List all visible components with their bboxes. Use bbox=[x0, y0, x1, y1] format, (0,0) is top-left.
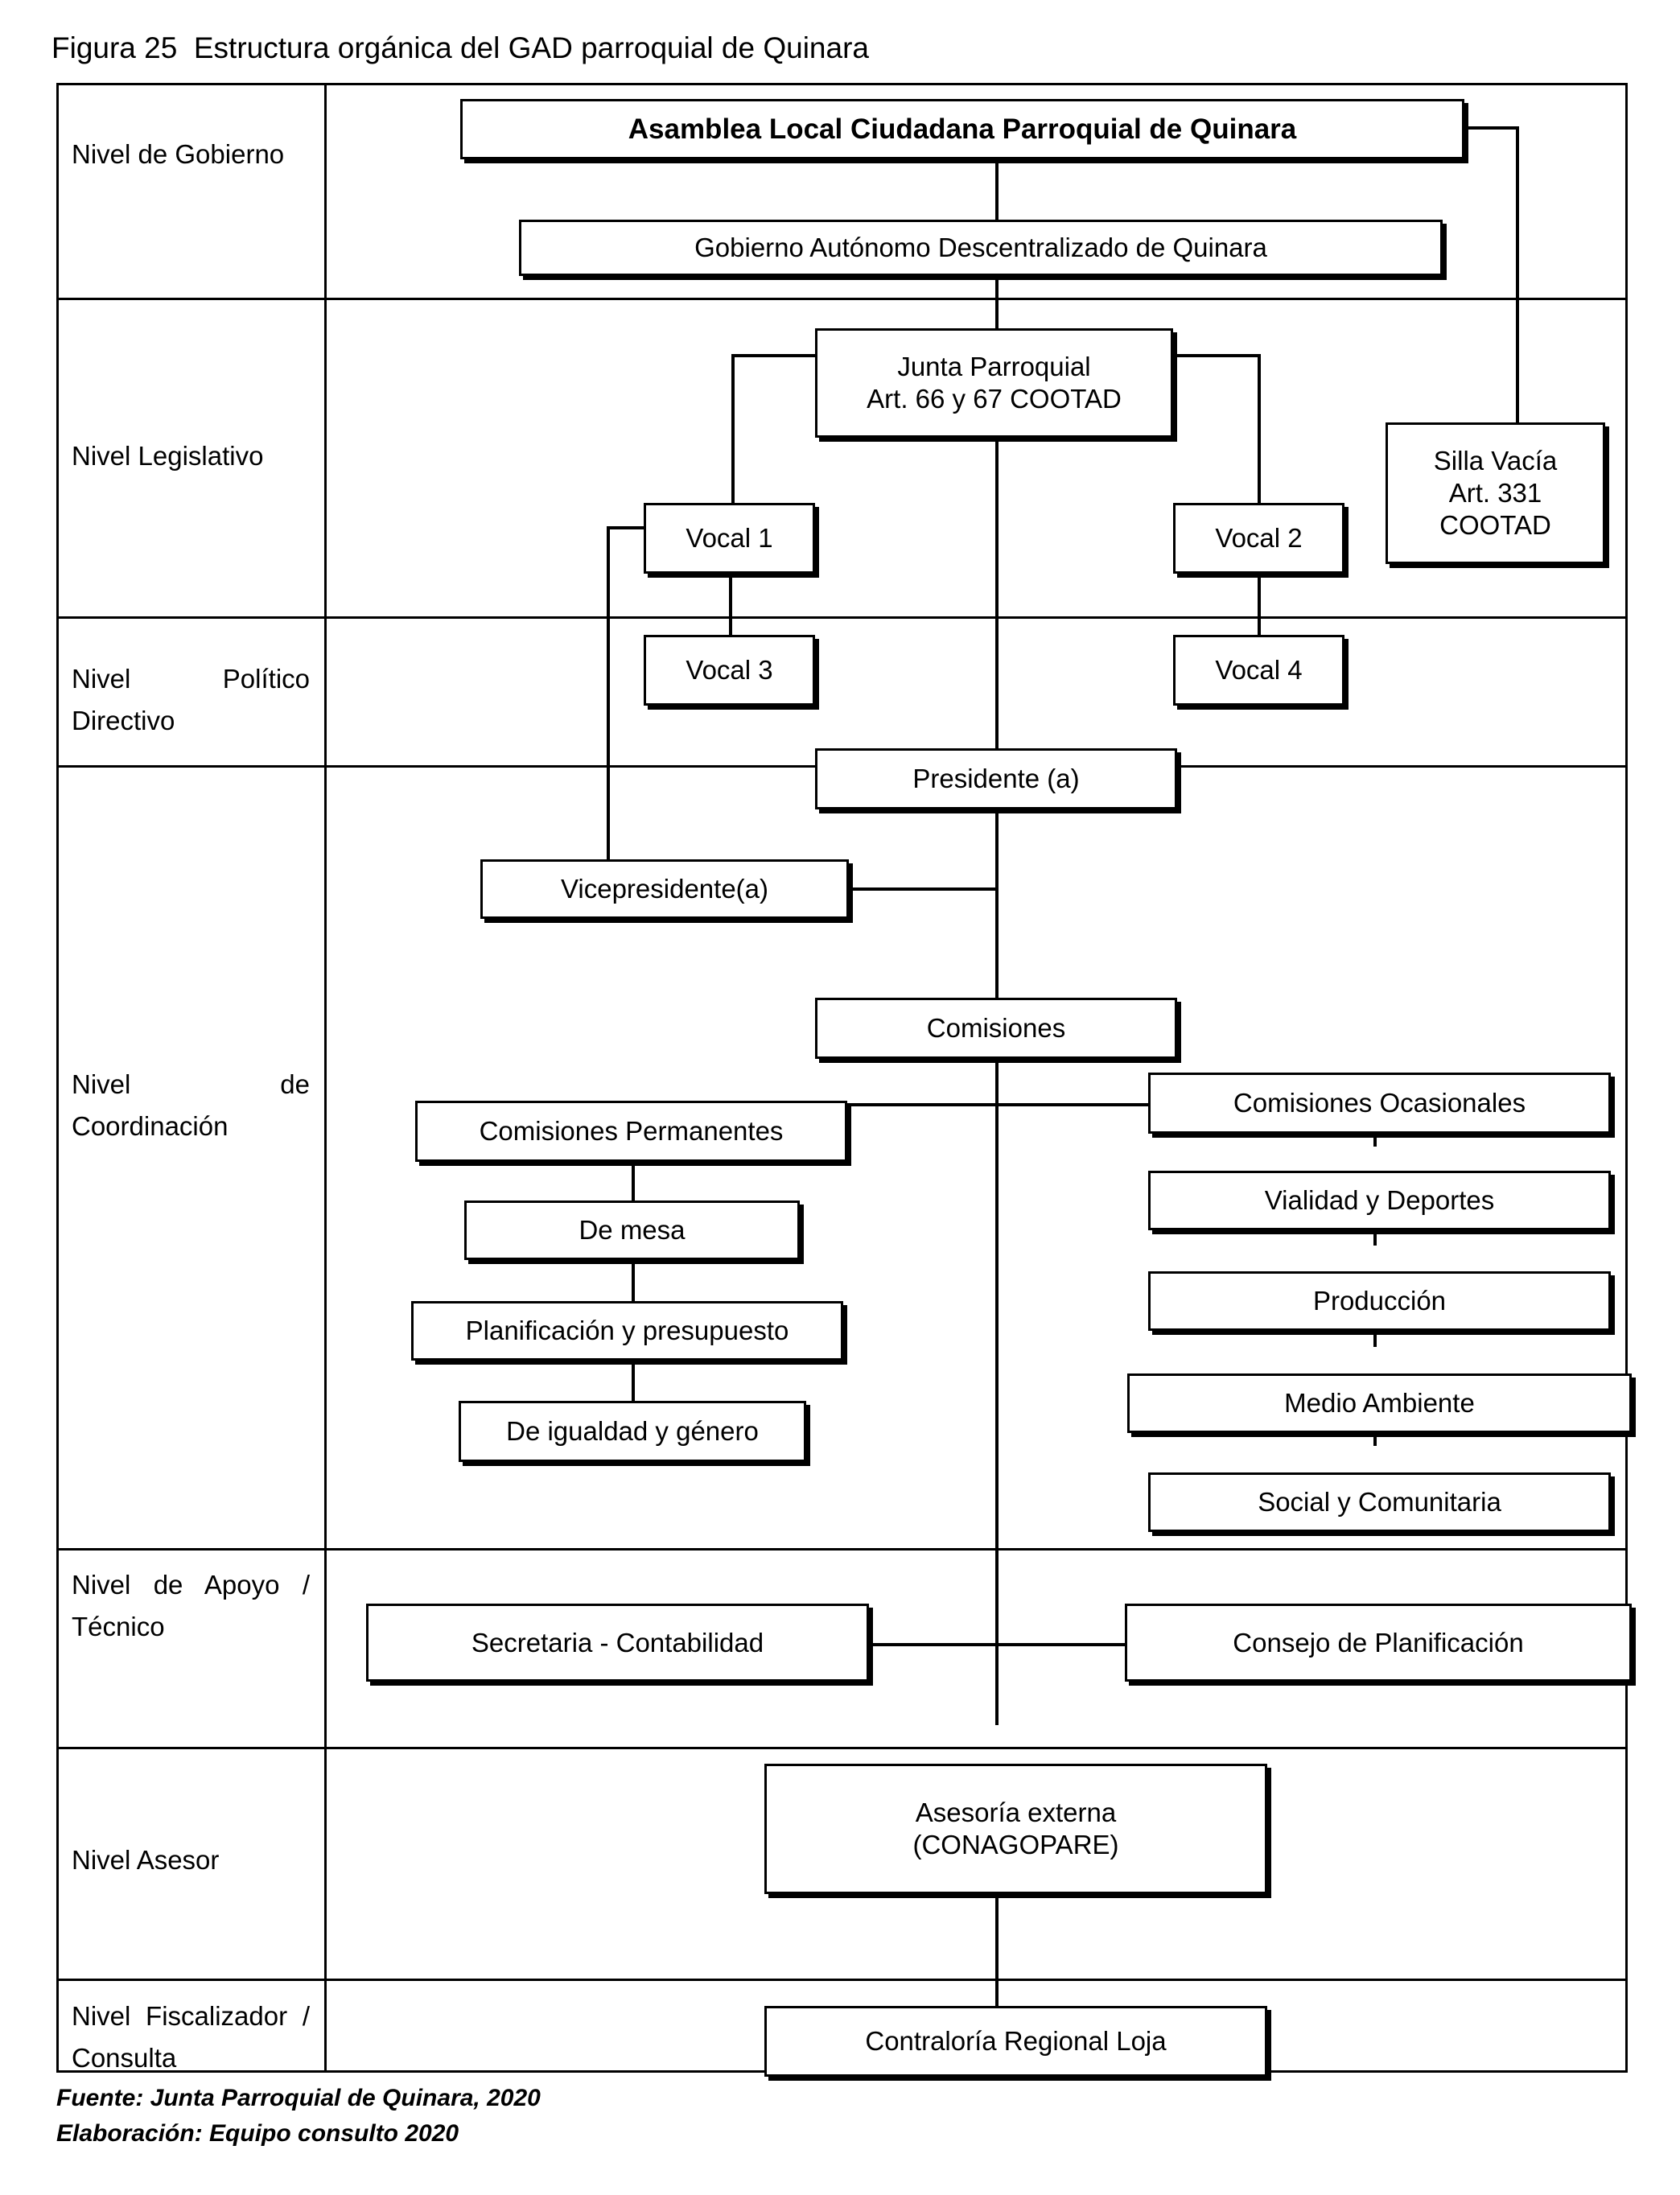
node-secretaria-contabilidad[interactable]: Secretaria - Contabilidad bbox=[366, 1604, 869, 1682]
edge-asamblea-silla-h bbox=[1464, 126, 1519, 130]
level-label-gobierno: Nivel de Gobierno bbox=[72, 139, 285, 169]
node-vocal-4[interactable]: Vocal 4 bbox=[1173, 635, 1344, 706]
level-label-politico: Nivel Político Directivo bbox=[72, 664, 310, 735]
figure-caption: Figura 25 Estructura orgánica del GAD pa… bbox=[51, 31, 869, 64]
edge-junta-vocal2-h bbox=[1171, 354, 1261, 357]
node-vialidad-deportes[interactable]: Vialidad y Deportes bbox=[1148, 1171, 1611, 1230]
node-de-mesa[interactable]: De mesa bbox=[464, 1200, 800, 1260]
edge-vocal1-vocal3 bbox=[729, 573, 732, 636]
node-vicepresidente[interactable]: Vicepresidente(a) bbox=[480, 859, 849, 919]
table-column-divider bbox=[324, 85, 327, 2070]
levels-table: Nivel de Gobierno Nivel Legislativo Nive… bbox=[56, 83, 1628, 2073]
node-vocal-3[interactable]: Vocal 3 bbox=[644, 635, 815, 706]
edge-junta-vocal2-v bbox=[1258, 354, 1261, 504]
edge-asesoria-contraloria bbox=[995, 1892, 999, 2008]
node-medio-ambiente[interactable]: Medio Ambiente bbox=[1127, 1373, 1632, 1433]
node-comisiones-permanentes[interactable]: Comisiones Permanentes bbox=[415, 1101, 847, 1162]
node-vocal-2[interactable]: Vocal 2 bbox=[1173, 503, 1344, 574]
node-social-comunitaria[interactable]: Social y Comunitaria bbox=[1148, 1472, 1611, 1532]
edge-spine-consejo bbox=[995, 1643, 1126, 1646]
node-asamblea[interactable]: Asamblea Local Ciudadana Parroquial de Q… bbox=[460, 99, 1464, 159]
footer-fuente: Fuente: Junta Parroquial de Quinara, 202… bbox=[56, 2085, 541, 2111]
node-vocal-1[interactable]: Vocal 1 bbox=[644, 503, 815, 574]
edge-asamblea-gad bbox=[995, 158, 999, 220]
node-de-igualdad-genero[interactable]: De igualdad y género bbox=[459, 1401, 806, 1462]
node-planificacion-presupuesto[interactable]: Planificación y presupuesto bbox=[411, 1301, 843, 1361]
edge-vocal1-vice-v bbox=[607, 526, 610, 892]
edge-asamblea-silla-v bbox=[1516, 126, 1519, 423]
level-label-coordinacion: Nivel de Coordinación bbox=[72, 1069, 310, 1141]
edge-vocal2-vocal4 bbox=[1258, 573, 1261, 636]
row-divider-1 bbox=[59, 298, 1625, 300]
node-contraloria-regional[interactable]: Contraloría Regional Loja bbox=[764, 2006, 1267, 2077]
node-silla-vacia[interactable]: Silla Vacía Art. 331 COOTAD bbox=[1386, 422, 1605, 564]
node-asesoria-externa[interactable]: Asesoría externa (CONAGOPARE) bbox=[764, 1764, 1267, 1894]
edge-comisiones-bus bbox=[840, 1103, 1154, 1106]
level-label-legislativo: Nivel Legislativo bbox=[72, 441, 264, 471]
level-label-fiscalizador: Nivel Fiscalizador / Consulta bbox=[72, 2001, 310, 2073]
node-junta-parroquial[interactable]: Junta Parroquial Art. 66 y 67 COOTAD bbox=[815, 328, 1173, 438]
edge-secretaria-spine bbox=[867, 1643, 996, 1646]
figure-footer: Fuente: Junta Parroquial de Quinara, 202… bbox=[56, 2081, 1263, 2152]
edge-planif-igualdad bbox=[632, 1360, 635, 1402]
node-produccion[interactable]: Producción bbox=[1148, 1271, 1611, 1331]
node-comisiones[interactable]: Comisiones bbox=[815, 998, 1177, 1059]
edge-junta-vocal1-v bbox=[731, 354, 735, 504]
row-divider-2 bbox=[59, 616, 1625, 619]
level-label-apoyo: Nivel de Apoyo / Técnico bbox=[72, 1570, 310, 1641]
node-presidente[interactable]: Presidente (a) bbox=[815, 748, 1177, 809]
edge-perm-mesa bbox=[632, 1159, 635, 1201]
edge-junta-vocal1-h bbox=[731, 354, 820, 357]
edge-presidente-vice bbox=[849, 887, 995, 891]
edge-vocal1-vice-h bbox=[607, 526, 647, 529]
row-divider-4 bbox=[59, 1548, 1625, 1551]
node-consejo-planificacion[interactable]: Consejo de Planificación bbox=[1125, 1604, 1632, 1682]
level-label-asesor: Nivel Asesor bbox=[72, 1845, 220, 1875]
row-divider-6 bbox=[59, 1979, 1625, 1981]
node-comisiones-ocasionales[interactable]: Comisiones Ocasionales bbox=[1148, 1073, 1611, 1134]
node-gad[interactable]: Gobierno Autónomo Descentralizado de Qui… bbox=[519, 220, 1443, 276]
row-divider-5 bbox=[59, 1747, 1625, 1749]
edge-mesa-planif bbox=[632, 1259, 635, 1303]
footer-elaboracion: Elaboración: Equipo consulto 2020 bbox=[56, 2120, 459, 2147]
